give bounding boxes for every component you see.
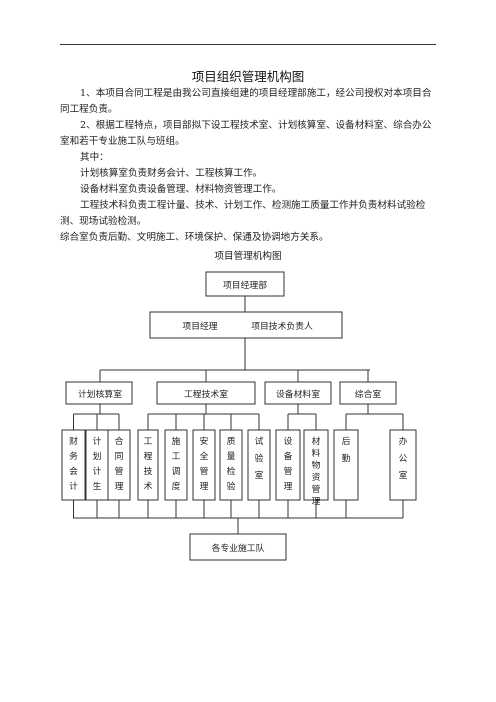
leaf-label-1: 财务会计 (69, 435, 78, 492)
paragraph-5: 设备材料室负责设备管理、材料物资管理工作。 (80, 184, 282, 195)
paragraph-6: 工程技术科负责工程计量、技术、计划工作、检测施工质量工作并负责材料试验检测、现场… (60, 200, 426, 227)
bottom-box-teams (189, 533, 287, 561)
managers-box (149, 311, 343, 339)
leaf-label-6: 安全管理 (200, 435, 209, 492)
leaf-box-12 (389, 429, 417, 501)
bottom-box-label: 各专业施工队 (212, 542, 265, 554)
leaf-label-8: 试验室 (255, 435, 264, 481)
department-label-1: 计划核算室 (78, 388, 122, 400)
leaf-box-11 (333, 429, 359, 501)
department-label-2: 工程技术室 (184, 388, 228, 400)
department-box-1 (65, 381, 133, 405)
paragraph-7: 综合室负责后勤、文明施工、环境保护、保通及协调地方关系。 (60, 232, 329, 243)
paragraph-2: 2、根据工程特点，项目部拟下设工程技术室、计划核算室、设备材料室、综合办公室和若… (60, 120, 432, 147)
leaf-label-9: 设备管理 (284, 436, 293, 492)
leaf-label-12: 办公室 (399, 435, 408, 481)
department-label-4: 综合室 (355, 388, 382, 400)
leaf-label-3: 合同管理 (115, 435, 124, 492)
leaf-box-10 (303, 429, 329, 501)
manager-label-2: 项目技术负责人 (251, 320, 313, 332)
paragraph-1: 1、本项目合同工程是由我公司直接组建的项目经理部施工，经公司授权对本项目合同工程… (60, 88, 432, 115)
leaf-label-5: 施工调度 (172, 435, 181, 492)
org-chart-title: 项目管理机构图 (214, 251, 282, 262)
leaf-label-4: 工程技术 (144, 437, 153, 492)
leaf-label-2: 计划计生 (93, 435, 102, 492)
leaf-label-11: 后勤 (342, 436, 351, 464)
leaf-label-7: 质量检验 (227, 435, 236, 492)
document-title: 项目组织管理机构图 (191, 69, 305, 84)
header-rule (60, 44, 436, 45)
top-box-label: 项目经理部 (223, 279, 267, 291)
manager-label-1: 项目经理 (182, 320, 217, 332)
paragraph-3: 其中： (80, 152, 109, 163)
department-label-3: 设备材料室 (276, 388, 320, 400)
paragraph-4: 计划核算室负责财务会计、工程核算工作。 (80, 168, 263, 179)
